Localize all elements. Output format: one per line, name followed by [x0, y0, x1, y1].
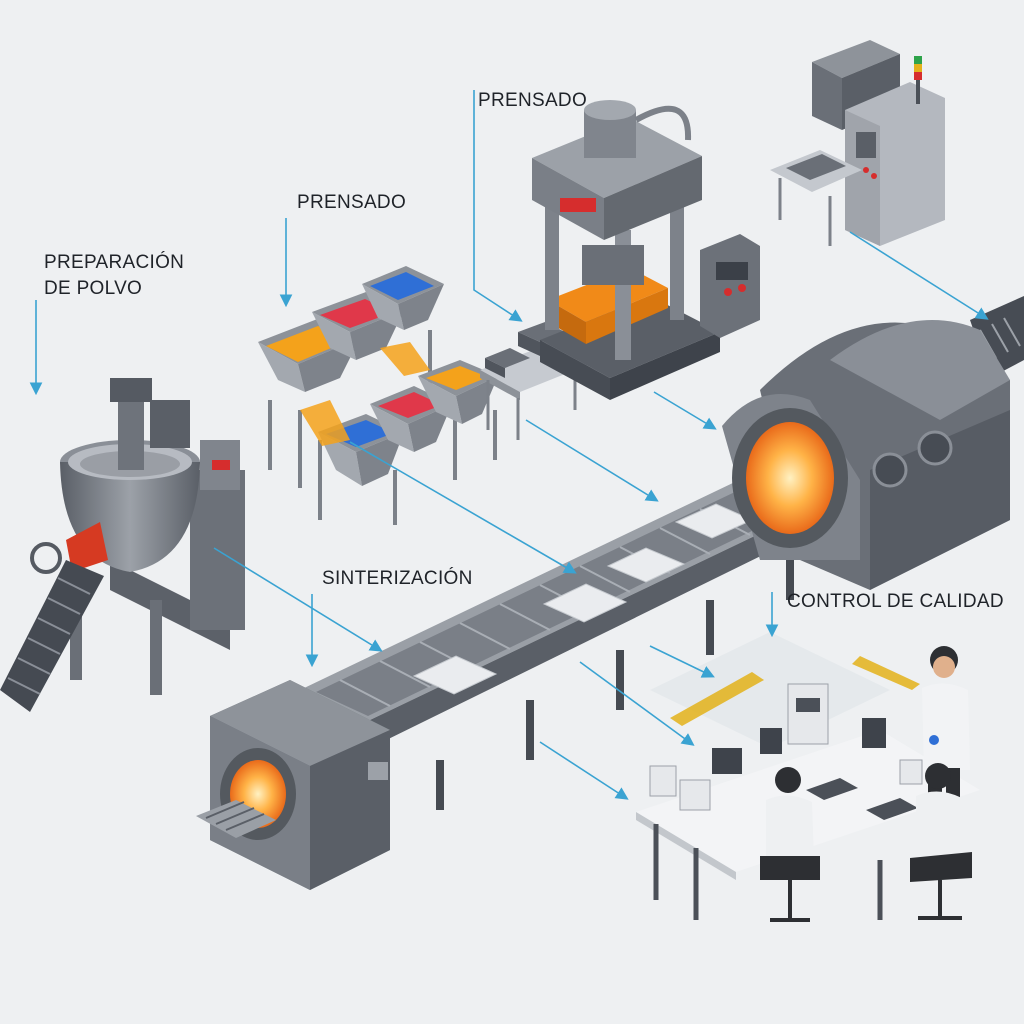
label-control-calidad: CONTROL DE CALIDAD: [787, 591, 1004, 612]
hydraulic-press: [532, 100, 760, 400]
arrow-mixer-conveyor: [213, 547, 383, 652]
small-furnace: [196, 680, 390, 890]
arrow-conveyor-lab: [649, 645, 715, 678]
quality-lab: [636, 632, 980, 922]
control-station: [770, 40, 945, 246]
main-conveyor: [300, 470, 830, 810]
flow-arrows: [29, 90, 989, 800]
arrow-conveyor-desk: [539, 741, 629, 800]
label-preparacion-line2: DE POLVO: [44, 278, 143, 299]
arrow-conveyor-lab-2: [579, 661, 695, 746]
label-sinterizacion: SINTERIZACIÓN: [322, 568, 473, 589]
arrow-station-exit: [849, 231, 989, 320]
seated-technician-left: [760, 767, 820, 922]
arrow-table-conveyor: [525, 419, 659, 502]
seated-technician-right: [910, 763, 972, 920]
label-preparacion-line1: PREPARACIÓN: [44, 252, 185, 273]
label-prensado-left: PRENSADO: [297, 192, 407, 213]
sintering-furnace: [722, 320, 1010, 590]
arrow-hoppers-conveyor: [349, 441, 577, 574]
powder-mixer: [0, 378, 245, 712]
arrow-press-furnace: [653, 391, 717, 430]
label-prensado-top: PRENSADO: [478, 90, 588, 111]
powder-hoppers: [258, 266, 498, 525]
arrow-prensado-top: [473, 90, 523, 322]
standing-technician: [922, 646, 970, 798]
label-preparacion: PREPARACIÓN DE POLVO: [44, 250, 184, 302]
